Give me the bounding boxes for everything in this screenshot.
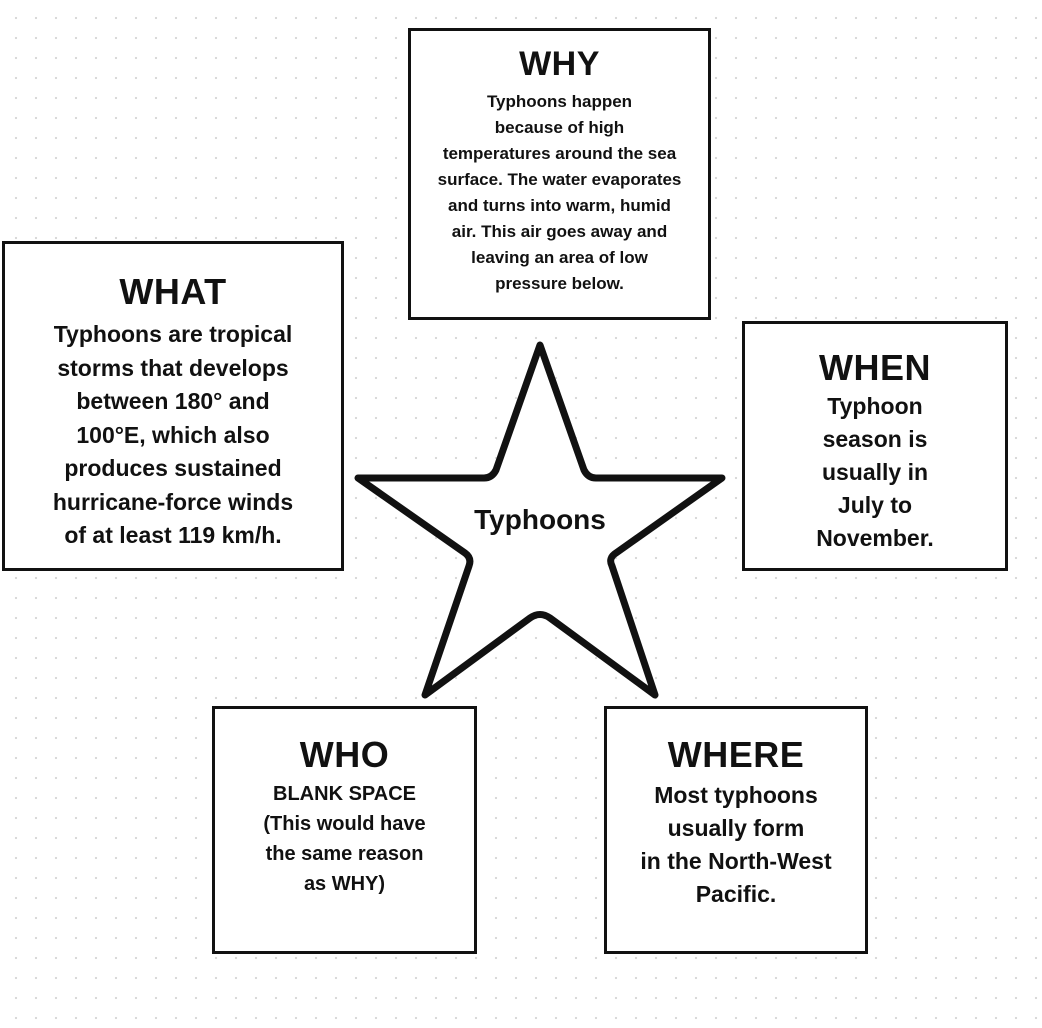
where-box: WHERE Most typhoons usually form in the … bbox=[604, 706, 868, 954]
who-heading: WHO bbox=[299, 734, 390, 775]
when-heading: WHEN bbox=[819, 347, 931, 388]
why-text: Typhoons happen because of high temperat… bbox=[437, 92, 682, 293]
who-box: WHO BLANK SPACE (This would have the sam… bbox=[212, 706, 477, 954]
star-shape[interactable] bbox=[354, 341, 726, 699]
why-heading: WHY bbox=[519, 45, 600, 83]
center-label: Typhoons bbox=[474, 504, 606, 535]
where-heading: WHERE bbox=[667, 734, 805, 775]
when-text: Typhoon season is usually in July to Nov… bbox=[816, 393, 934, 551]
what-heading: WHAT bbox=[119, 271, 227, 312]
who-text: BLANK SPACE (This would have the same re… bbox=[263, 783, 426, 895]
where-text: Most typhoons usually form in the North-… bbox=[640, 782, 832, 907]
what-text: Typhoons are tropical storms that develo… bbox=[52, 321, 294, 548]
what-box: WHAT Typhoons are tropical storms that d… bbox=[2, 241, 344, 571]
why-box: WHY Typhoons happen because of high temp… bbox=[408, 28, 711, 320]
when-box: WHEN Typhoon season is usually in July t… bbox=[742, 321, 1008, 571]
